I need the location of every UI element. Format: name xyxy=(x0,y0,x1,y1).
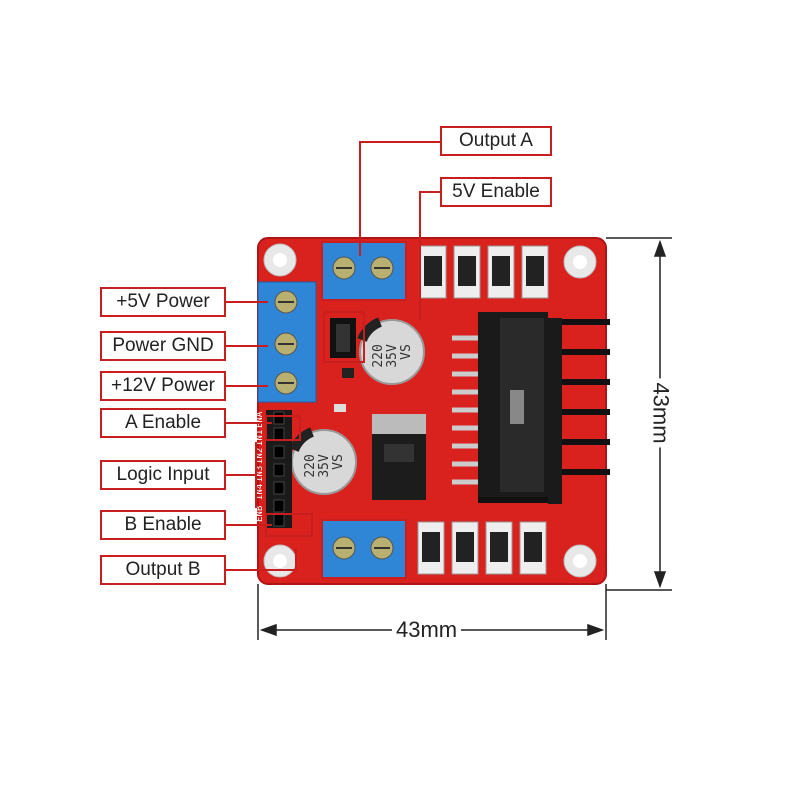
dimension-lines xyxy=(257,237,672,640)
pin-label-in1: IN1 xyxy=(255,430,265,446)
label-output-a: Output A xyxy=(440,126,552,156)
label-power-gnd: Power GND xyxy=(100,331,226,361)
capacitor-2: 220 35V VS xyxy=(289,427,357,495)
capacitor-2-text: 220 35V VS xyxy=(303,446,346,477)
smd-part xyxy=(342,368,354,378)
capacitor-1-text: 220 35V VS xyxy=(371,336,414,367)
pin-labels: ENB IN4 IN3 IN2 IN1 ENA xyxy=(255,411,265,522)
label-output-b: Output B xyxy=(100,555,226,585)
voltage-regulator xyxy=(372,414,426,500)
leader-lines xyxy=(226,141,440,571)
highlight-boxes xyxy=(265,241,407,579)
label-b-enable: B Enable xyxy=(100,510,226,540)
capacitor-1: 220 35V VS xyxy=(357,317,425,385)
pin-label-in2: IN2 xyxy=(255,448,265,464)
dimension-width-label: 43mm xyxy=(392,617,462,643)
terminal-output-b xyxy=(321,519,407,579)
dimension-height-label: 43mm xyxy=(647,378,674,448)
terminal-power xyxy=(257,281,317,403)
heatsink xyxy=(478,312,610,504)
jumper-5v-enable xyxy=(330,318,356,358)
label-a-enable: A Enable xyxy=(100,408,226,438)
logic-header xyxy=(266,410,292,528)
diodes-bottom xyxy=(417,521,547,575)
label-5v-enable: 5V Enable xyxy=(440,177,552,207)
label-logic-input: Logic Input xyxy=(100,460,226,490)
pin-label-in4: IN4 xyxy=(255,484,265,500)
diodes-top xyxy=(419,245,549,299)
label-plus-5v-power: +5V Power xyxy=(100,287,226,317)
driver-pins xyxy=(452,335,478,485)
pin-label-ena: ENA xyxy=(255,411,265,428)
smd-led xyxy=(334,404,346,412)
label-plus-12v-power: +12V Power xyxy=(100,371,226,401)
terminal-output-a xyxy=(321,241,407,301)
pin-label-in3: IN3 xyxy=(255,466,265,482)
pin-label-enb: ENB xyxy=(255,506,265,522)
